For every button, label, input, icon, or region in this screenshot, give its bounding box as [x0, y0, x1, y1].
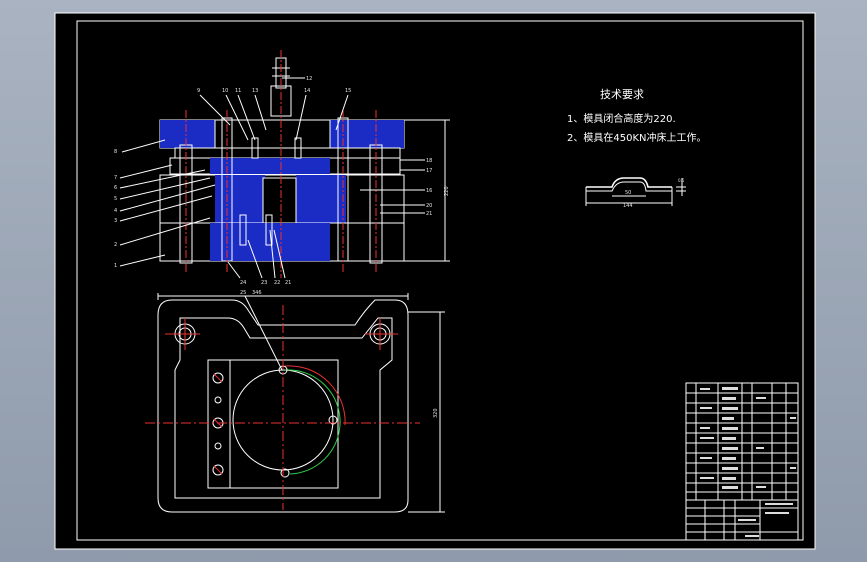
inner-frame [76, 20, 804, 541]
title-block [685, 382, 799, 541]
tech-requirements: 技术要求 1、模具闭合高度为220. 2、模具在450KN冲床上工作。 [567, 88, 707, 144]
label-16: 16 [426, 188, 432, 194]
label-23: 23 [261, 280, 267, 286]
tech-item-1: 1、模具闭合高度为220. [567, 112, 676, 125]
tech-item-2: 2、模具在450KN冲床上工作。 [567, 131, 707, 144]
label-17: 17 [426, 168, 432, 174]
label-11: 11 [235, 88, 241, 94]
label-14: 14 [304, 88, 310, 94]
label-9: 9 [197, 88, 200, 94]
section-height-dim: 220 [444, 186, 450, 196]
part-inner-dim: 50 [625, 190, 631, 196]
label-20: 20 [426, 203, 432, 209]
label-8: 8 [114, 149, 117, 155]
plan-height-dim: 320 [433, 408, 439, 418]
plate-outline [157, 299, 409, 513]
label-12: 12 [306, 76, 312, 82]
tech-title: 技术要求 [600, 88, 644, 101]
label-24: 24 [240, 280, 246, 286]
plan-view: 346 320 25 [145, 290, 445, 513]
drawing-sheet [55, 13, 815, 549]
label-7: 7 [114, 175, 117, 181]
label-6: 6 [114, 185, 117, 191]
part-sketch: 144 50 0.5 [585, 177, 686, 209]
label-22: 22 [274, 280, 280, 286]
outer-frame [54, 12, 816, 550]
label-13: 13 [252, 88, 258, 94]
section-view: 2 20 [114, 50, 450, 286]
label-1: 1 [114, 263, 117, 269]
label-21: 21 [426, 211, 432, 217]
label-21b: 21 [285, 280, 291, 286]
label-2: 2 [114, 242, 117, 248]
part-thickness-dim: 0.5 [678, 178, 685, 183]
label-4: 4 [114, 208, 117, 214]
label-3: 3 [114, 218, 117, 224]
label-5: 5 [114, 196, 117, 202]
label-10: 10 [222, 88, 228, 94]
label-18: 18 [426, 158, 432, 164]
label-15: 15 [345, 88, 351, 94]
plan-width-dim: 346 [252, 290, 262, 296]
plan-callout-25: 25 [240, 290, 246, 296]
part-width-dim: 144 [623, 203, 633, 209]
